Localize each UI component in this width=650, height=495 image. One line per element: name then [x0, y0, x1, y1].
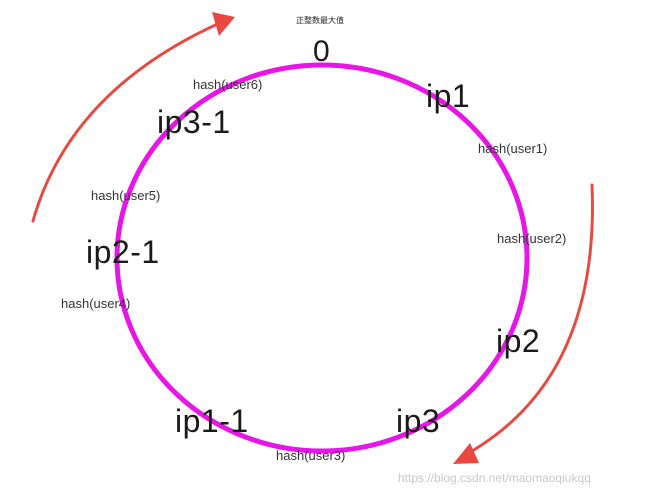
hash-ring [114, 62, 530, 454]
key-user5: hash(user5) [91, 188, 161, 203]
key-user1: hash(user1) [478, 141, 548, 156]
node-ip1: ip1 [426, 78, 471, 114]
key-user4: hash(user4) [61, 296, 131, 311]
clockwise-arrow-right-head [453, 443, 479, 464]
clockwise-arrow-left-head [212, 12, 235, 36]
ring-title: 正整数最大值 [296, 16, 344, 25]
key-user2: hash(user2) [497, 231, 567, 246]
watermark: https://blog.csdn.net/maomaoqiukqq [398, 471, 591, 485]
clockwise-arrow-right [463, 183, 594, 457]
node-ip2: ip2 [496, 323, 541, 359]
node-ip1-1: ip1-1 [175, 403, 249, 439]
clockwise-arrow-left [31, 20, 224, 223]
node-ip2-1: ip2-1 [86, 234, 160, 270]
key-user3: hash(user3) [276, 448, 346, 463]
key-user6: hash(user6) [193, 77, 263, 92]
node-ip3-1: ip3-1 [157, 104, 231, 140]
node-ip3: ip3 [396, 403, 441, 439]
ring-origin-label: 0 [313, 35, 330, 68]
